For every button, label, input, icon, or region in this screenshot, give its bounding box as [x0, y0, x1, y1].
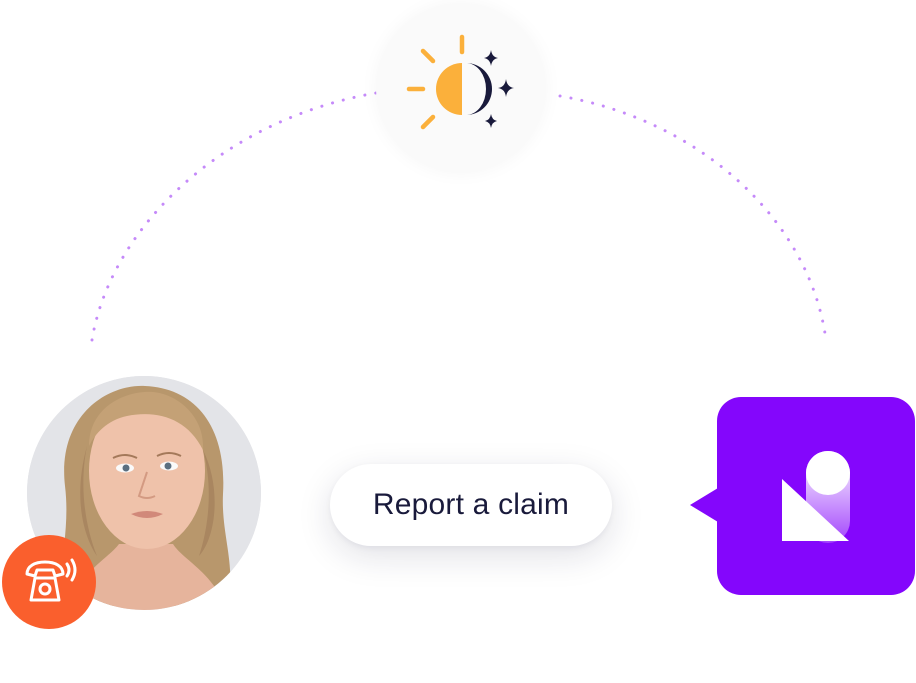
brand-logo-icon	[782, 451, 850, 543]
person-portrait	[27, 376, 261, 610]
customer-avatar	[27, 376, 261, 610]
dotted-arc-right	[558, 94, 828, 342]
telephone-icon	[25, 558, 77, 602]
report-claim-label: Report a claim	[372, 488, 570, 521]
day-night-badge	[376, 3, 546, 173]
report-claim-pill[interactable]: Report a claim	[330, 464, 612, 546]
brand-card	[717, 397, 915, 595]
connector-arrow-tip	[690, 488, 718, 522]
phone-call-badge	[2, 535, 96, 629]
sun-moon-icon	[406, 34, 514, 130]
dotted-arc-left	[90, 91, 378, 342]
